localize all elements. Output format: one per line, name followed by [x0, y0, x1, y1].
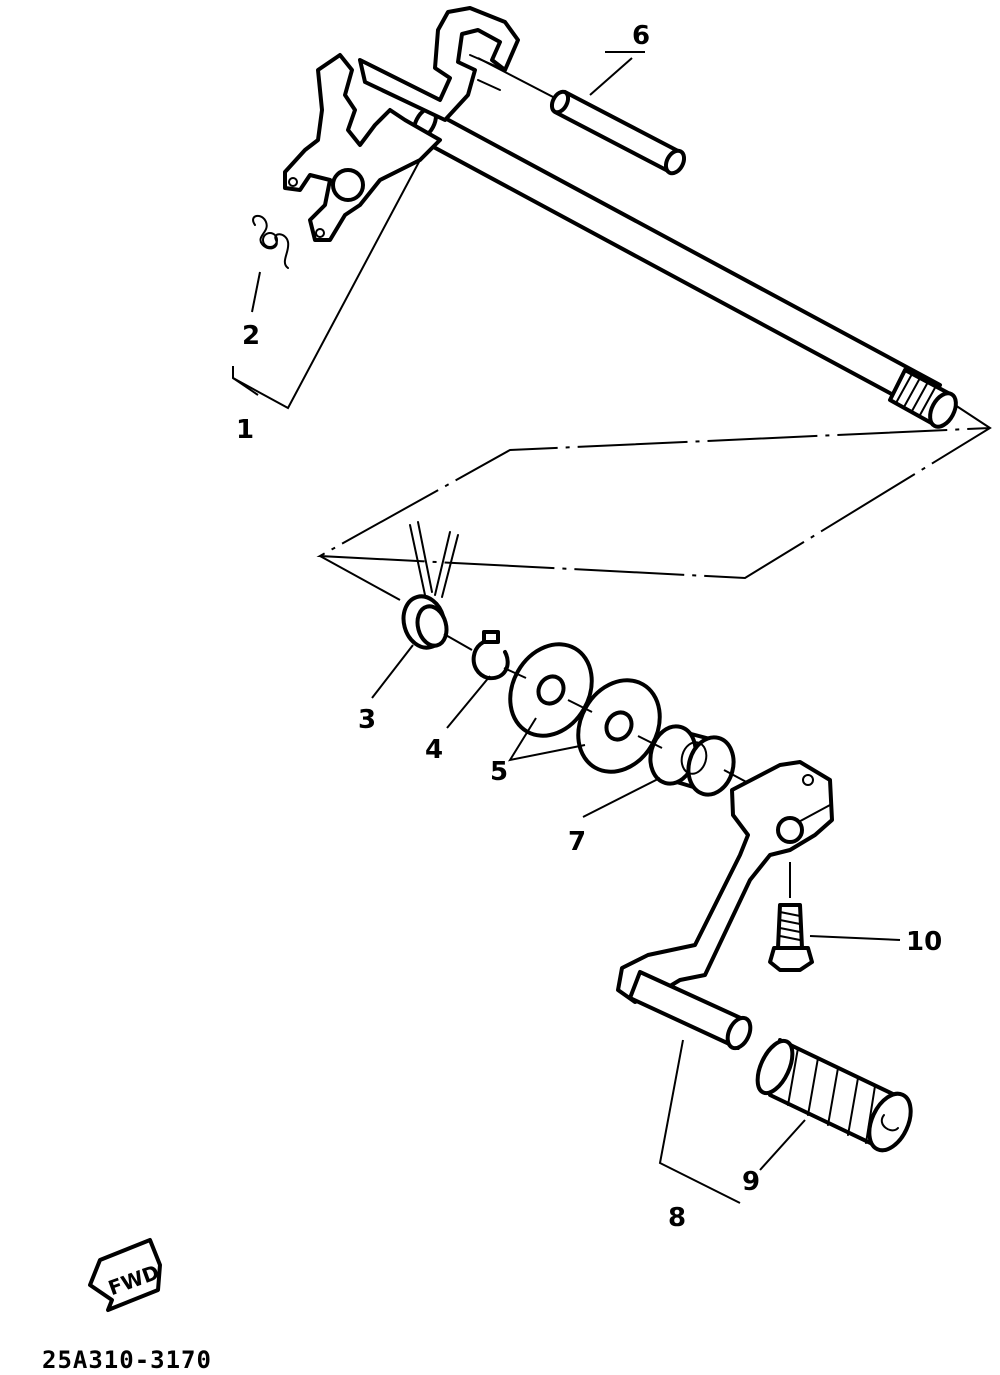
circlip-4 [471, 630, 510, 681]
spring-2 [252, 214, 290, 269]
label-part-1: 1 [236, 415, 254, 445]
shift-shaft-assembly [283, 6, 958, 429]
label-part-2: 2 [242, 321, 260, 351]
part-labels: 1 2 3 4 5 6 7 8 9 10 [236, 21, 942, 1233]
label-part-3: 3 [358, 705, 376, 735]
bolt-10 [768, 862, 814, 972]
fwd-arrow-icon: FWD [88, 1238, 162, 1312]
rubber-grip-9 [755, 1038, 913, 1153]
drawing-code: 25A310-3170 [42, 1346, 212, 1374]
washers-5 [508, 642, 662, 774]
label-part-4: 4 [425, 735, 443, 765]
label-part-10: 10 [906, 927, 942, 957]
leader-lines [232, 51, 901, 1204]
torsion-spring-3 [401, 521, 459, 650]
label-part-9: 9 [742, 1167, 760, 1197]
assembly-reference-lines [316, 404, 992, 601]
label-part-7: 7 [568, 827, 586, 857]
pin-6 [477, 57, 687, 176]
oil-seal-7 [648, 724, 736, 797]
label-part-8: 8 [668, 1203, 686, 1233]
label-part-6: 6 [632, 21, 650, 51]
shift-pedal-8 [616, 760, 834, 1051]
label-part-5: 5 [490, 757, 508, 787]
